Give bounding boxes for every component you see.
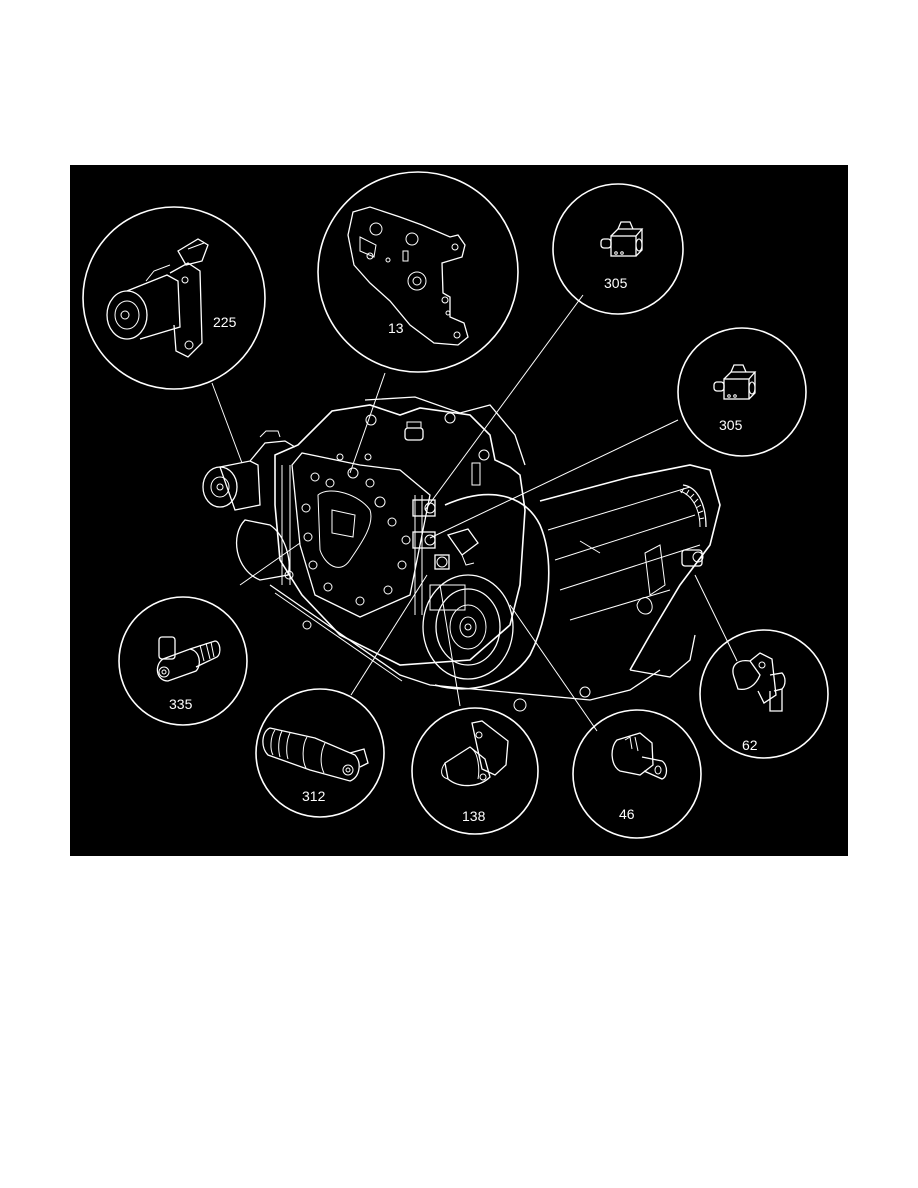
mounted-solenoids [412, 499, 450, 570]
callout-305-upper[interactable]: 305 [552, 183, 684, 315]
callout-label-138: 138 [462, 808, 486, 824]
callout-305-lower[interactable]: 305 [677, 327, 807, 457]
valve-body-bores [284, 453, 411, 630]
axle-flange [422, 574, 514, 680]
callout-312[interactable]: 312 [255, 688, 385, 818]
flanged-sensor-icon [441, 720, 509, 787]
plate-bracket-icon [347, 206, 469, 346]
callout-label-305-lower: 305 [719, 417, 743, 433]
callout-label-312: 312 [302, 788, 326, 804]
leader-lines [211, 294, 738, 732]
diagram-canvas: 225 [82, 171, 829, 839]
tab-sensor-icon [611, 732, 668, 780]
callout-138[interactable]: 138 [411, 707, 539, 835]
solenoid-icon [600, 221, 644, 257]
output-sensor-icon [732, 652, 786, 712]
callout-335[interactable]: 335 [118, 596, 248, 726]
pressure-solenoid-icon [156, 636, 221, 682]
callout-label-46: 46 [619, 806, 635, 822]
callout-label-225: 225 [213, 314, 237, 330]
output-tone-ring [679, 484, 707, 567]
transaxle-component-diagram: 225 [70, 165, 848, 856]
callout-label-13: 13 [388, 320, 404, 336]
callout-13[interactable]: 13 [317, 171, 519, 373]
pwm-solenoid-icon [262, 727, 369, 782]
callout-label-335: 335 [169, 696, 193, 712]
actuator-motor-icon [106, 238, 209, 358]
callout-label-305-upper: 305 [604, 275, 628, 291]
transaxle-housing [202, 396, 721, 712]
callout-62[interactable]: 62 [699, 629, 829, 759]
solenoid-icon [713, 364, 757, 400]
callout-225[interactable]: 225 [82, 206, 266, 390]
callout-label-62: 62 [742, 737, 758, 753]
callout-46[interactable]: 46 [572, 709, 702, 839]
